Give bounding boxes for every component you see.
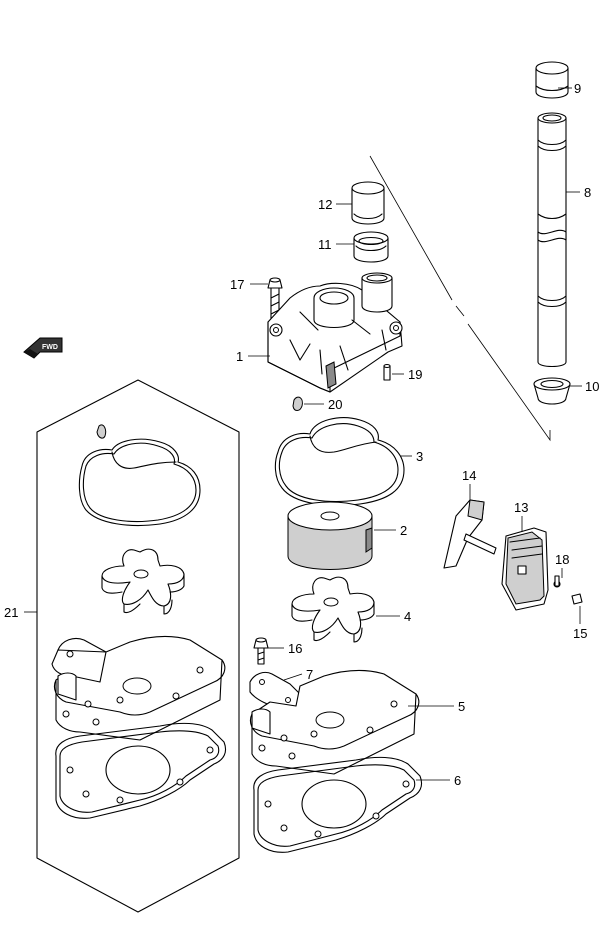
callout-4: 4 [404,609,411,624]
part-12-bushing [351,181,385,225]
part-17-bolt [267,277,283,327]
kit-gasket [55,722,227,819]
fwd-arrow-icon: FWD [23,337,63,359]
callout-12: 12 [318,197,332,212]
assembly-link-line [369,155,551,442]
callout-5: 5 [458,699,465,714]
kit-key [96,424,107,439]
part-15-nut [571,593,583,605]
part-16-bolt [253,637,269,665]
fwd-label: FWD [42,344,58,351]
leader-lines [24,87,582,781]
callout-10: 10 [585,379,599,394]
callout-16: 16 [288,641,302,656]
part-20-key [292,396,303,411]
part-6-gasket [253,756,423,853]
part-2-liner [287,501,373,570]
callout-20: 20 [328,397,342,412]
callout-19: 19 [408,367,422,382]
callout-13: 13 [514,500,528,515]
kit-seal-ring [78,438,201,527]
callout-labels: 9 8 10 12 11 17 1 19 20 3 2 4 16 7 5 6 1… [4,81,599,788]
callout-14: 14 [462,468,476,483]
repair-kit-outline [36,379,240,913]
callout-18: 18 [555,552,569,567]
kit-plate [51,635,226,741]
part-1-pump-case [267,272,403,393]
kit-impeller [101,548,185,615]
callout-3: 3 [416,449,423,464]
callout-11: 11 [318,237,332,252]
callout-9: 9 [574,81,581,96]
callout-7: 7 [306,667,313,682]
part-5-plate [249,669,420,775]
part-3-seal-ring [274,417,405,506]
part-14-bracket [443,499,497,569]
part-11-seal [353,231,389,263]
part-8-water-tube [537,112,567,368]
callout-8: 8 [584,185,591,200]
part-18-screw [553,575,561,588]
callout-1: 1 [236,349,243,364]
part-4-impeller [291,576,375,643]
part-9-grommet [535,61,569,99]
callout-17: 17 [230,277,244,292]
part-19-pin [383,363,391,381]
callout-21: 21 [4,605,18,620]
callout-2: 2 [400,523,407,538]
part-10-grommet [533,377,571,405]
callout-6: 6 [454,773,461,788]
callout-15: 15 [573,626,587,641]
part-13-cover-plate [501,527,549,611]
